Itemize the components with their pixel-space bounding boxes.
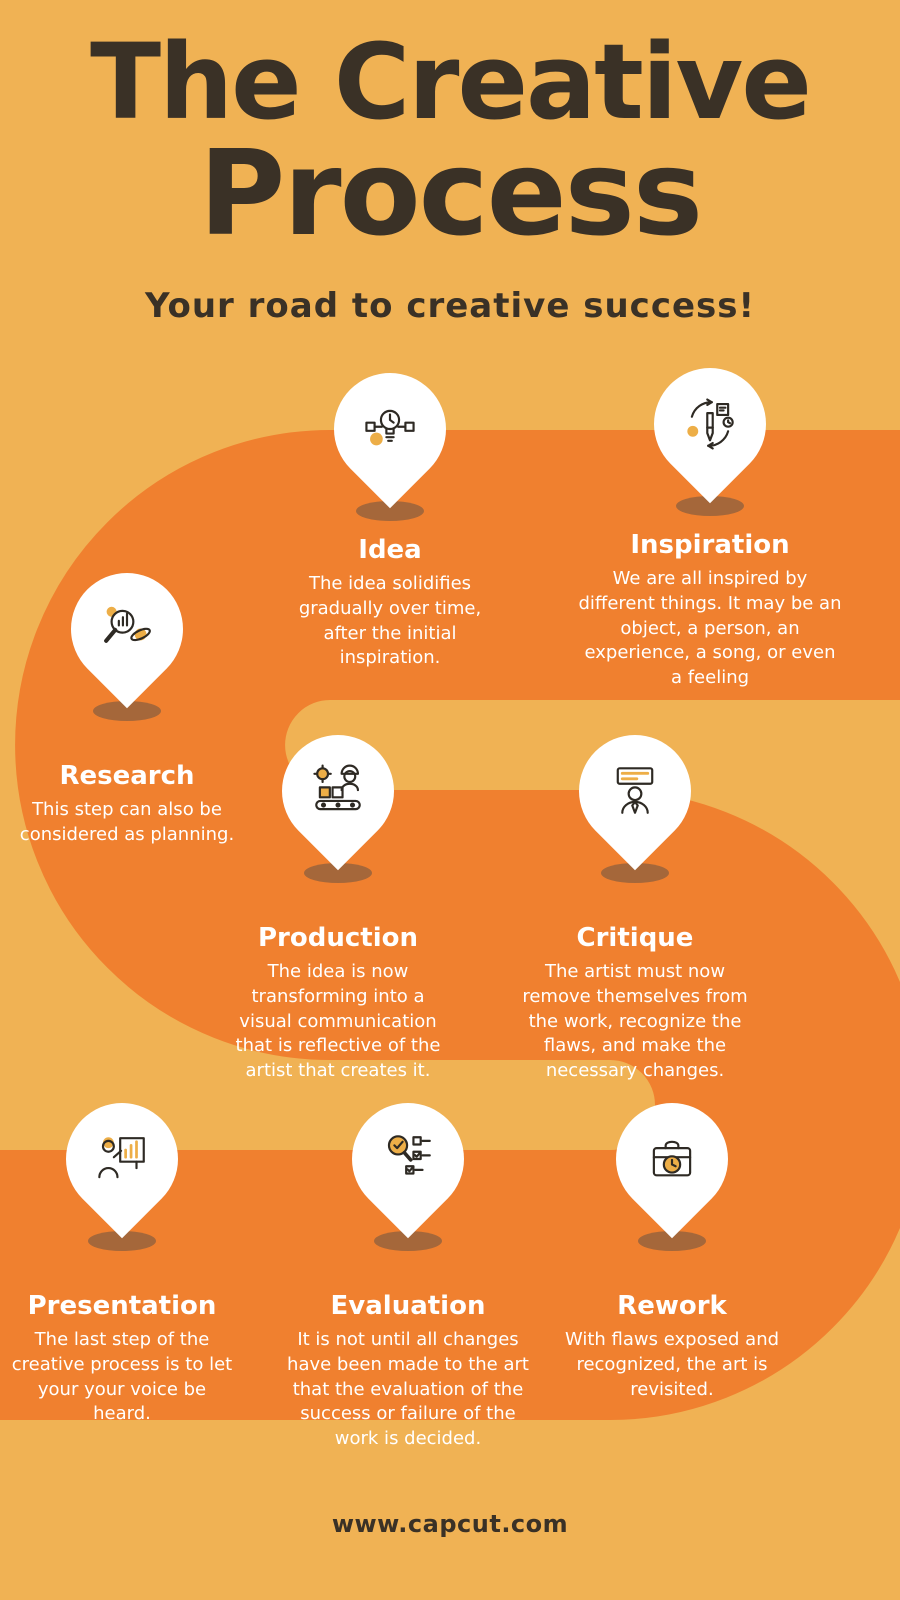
footer-url: www.capcut.com xyxy=(331,1510,569,1538)
pin-shadow xyxy=(93,701,161,721)
pin-wrap xyxy=(12,549,242,723)
step-production: Production The idea is now transforming … xyxy=(223,711,453,1084)
step-evaluation: Evaluation It is not until all changes h… xyxy=(283,1079,533,1452)
pin-wrap xyxy=(283,1079,533,1253)
step-title: Inspiration xyxy=(630,530,790,560)
map-pin xyxy=(258,711,418,871)
step-research: Research This step can also be considere… xyxy=(12,549,242,848)
step-description: The idea is now transforming into a visu… xyxy=(235,961,441,1082)
pin-shadow xyxy=(374,1231,442,1251)
pin-shadow xyxy=(676,496,744,516)
map-pin xyxy=(592,1079,752,1239)
step-rework: Rework With flaws exposed and recognized… xyxy=(557,1079,787,1402)
conveyor-worker-icon xyxy=(282,735,394,847)
step-title: Evaluation xyxy=(330,1291,486,1321)
pin-shadow xyxy=(601,863,669,883)
map-pin xyxy=(47,549,207,709)
speaker-whiteboard-icon xyxy=(66,1103,178,1215)
step-description: The artist must now remove themselves fr… xyxy=(522,961,748,1082)
step-title: Production xyxy=(258,923,418,953)
step-presentation: Presentation The last step of the creati… xyxy=(7,1079,237,1427)
step-title: Idea xyxy=(358,535,422,565)
title-line-1: The Creative xyxy=(90,21,812,143)
pin-wrap xyxy=(223,711,453,885)
step-description: We are all inspired by different things.… xyxy=(578,568,842,689)
step-title: Presentation xyxy=(27,1291,217,1321)
pin-wrap xyxy=(557,1079,787,1253)
page-title: The Creative Process xyxy=(0,30,900,252)
subtitle: Your road to creative success! xyxy=(144,286,756,326)
lightbulb-gear-icon xyxy=(334,373,446,485)
step-critique: Critique The artist must now remove them… xyxy=(513,711,757,1084)
presenter-board-icon xyxy=(579,735,691,847)
map-pin xyxy=(42,1079,202,1239)
pin-wrap xyxy=(577,344,843,518)
map-pin xyxy=(328,1079,488,1239)
map-pin xyxy=(630,344,790,504)
pin-shadow xyxy=(638,1231,706,1251)
pin-wrap xyxy=(7,1079,237,1253)
step-description: The idea solidifies gradually over time,… xyxy=(298,573,482,669)
title-line-2: Process xyxy=(198,124,703,262)
pencil-cycle-icon xyxy=(654,368,766,480)
map-pin xyxy=(310,349,470,509)
pin-shadow xyxy=(88,1231,156,1251)
step-description: With flaws exposed and recognized, the a… xyxy=(564,1329,780,1400)
step-description: It is not until all changes have been ma… xyxy=(287,1329,529,1450)
step-title: Research xyxy=(59,761,195,791)
header: The Creative Process Your road to creati… xyxy=(0,30,900,326)
step-title: Critique xyxy=(576,923,694,953)
step-title: Rework xyxy=(617,1291,727,1321)
pin-wrap xyxy=(275,349,505,523)
checklist-magnifier-icon xyxy=(352,1103,464,1215)
step-idea: Idea The idea solidifies gradually over … xyxy=(275,349,505,671)
pin-shadow xyxy=(304,863,372,883)
pin-shadow xyxy=(356,501,424,521)
step-description: This step can also be considered as plan… xyxy=(19,799,235,845)
step-inspiration: Inspiration We are all inspired by diffe… xyxy=(577,344,843,691)
step-description: The last step of the creative process is… xyxy=(11,1329,233,1425)
magnifier-chart-icon xyxy=(71,573,183,685)
toolbox-clock-icon xyxy=(616,1103,728,1215)
pin-wrap xyxy=(513,711,757,885)
map-pin xyxy=(555,711,715,871)
